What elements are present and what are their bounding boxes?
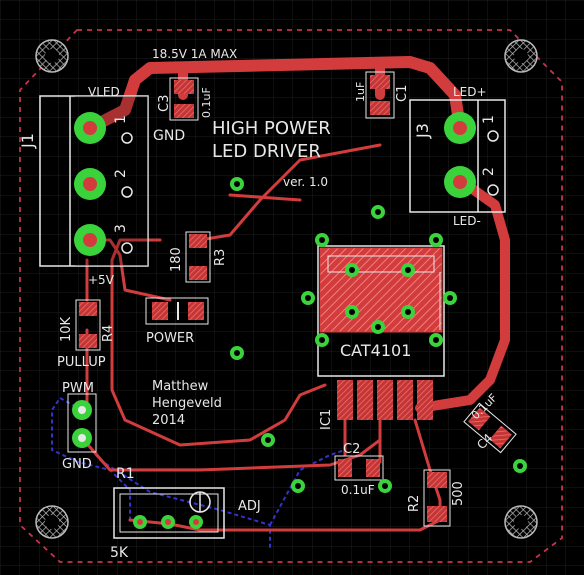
r2-ref: R2 [407, 495, 422, 512]
r1-ref: R1 [116, 466, 135, 482]
trimpot-r1: R1 5K [110, 466, 225, 561]
r3-ref: R3 [213, 249, 228, 266]
c3-ref: C3 [157, 95, 172, 112]
max-rating-label: 18.5V 1A MAX [152, 47, 237, 61]
title-line-2: LED DRIVER [212, 141, 321, 162]
version-label: ver. 1.0 [283, 175, 328, 189]
pwm-label: PWM [62, 381, 94, 396]
c1-value: 1uF [354, 82, 367, 102]
pullup-label: PULLUP [57, 355, 106, 370]
led-minus-label: LED- [453, 214, 481, 228]
led-plus-label: LED+ [453, 85, 487, 99]
mounting-holes [35, 39, 538, 539]
connector-j3: J3 1 2 [409, 99, 506, 213]
capacitor-c4 [463, 402, 517, 454]
c1-ref: C1 [395, 85, 410, 102]
plus5v-label: +5V [88, 273, 115, 287]
title-line-1: HIGH POWER [212, 118, 331, 139]
r2-value: 500 [451, 481, 466, 506]
r4-value: 10K [59, 316, 74, 342]
vled-label: VLED [88, 85, 120, 99]
power-label: POWER [146, 331, 194, 346]
r3-value: 180 [169, 247, 184, 272]
r4-ref: R4 [101, 325, 116, 342]
c3-value: 0.1uF [200, 87, 213, 118]
c2-value: 0.1uF [341, 483, 375, 497]
resistor-r2: R2 500 [407, 469, 466, 527]
power-led: POWER [145, 297, 209, 346]
adj-label: ADJ [238, 499, 261, 514]
r1-value: 5K [110, 545, 129, 561]
resistor-r3: 180 R3 [169, 231, 228, 283]
j1-pin-1: 1 [113, 115, 129, 124]
pwm-header [67, 393, 97, 453]
gnd-label: GND [153, 128, 185, 144]
silkscreen-text: 18.5V 1A MAX VLED GND +5V LED+ LED- PULL… [57, 47, 487, 514]
author-line-1: Matthew [152, 379, 209, 394]
c2-ref: C2 [343, 442, 360, 457]
connector-j1: J1 1 2 3 [18, 95, 149, 267]
board-outline [19, 29, 563, 563]
j3-ref: J3 [413, 123, 432, 139]
ic1-value: CAT4101 [340, 341, 411, 360]
author-line-3: 2014 [152, 413, 185, 428]
author-line-2: Hengeveld [152, 396, 222, 411]
gnd2-label: GND [62, 457, 92, 472]
j1-pin-2: 2 [113, 169, 129, 178]
capacitor-c1: 1uF C1 [354, 71, 410, 119]
resistor-r4: 10K R4 [59, 299, 116, 351]
vias [230, 177, 527, 493]
j1-pin-3: 3 [113, 224, 129, 233]
ic1-ref: IC1 [319, 409, 334, 430]
j3-pin-1: 1 [481, 115, 497, 124]
j1-ref: J1 [18, 133, 37, 149]
j3-pin-2: 2 [481, 167, 497, 176]
capacitor-c3: C3 0.1uF [157, 77, 213, 121]
capacitor-c2: C2 0.1uF [334, 442, 384, 497]
